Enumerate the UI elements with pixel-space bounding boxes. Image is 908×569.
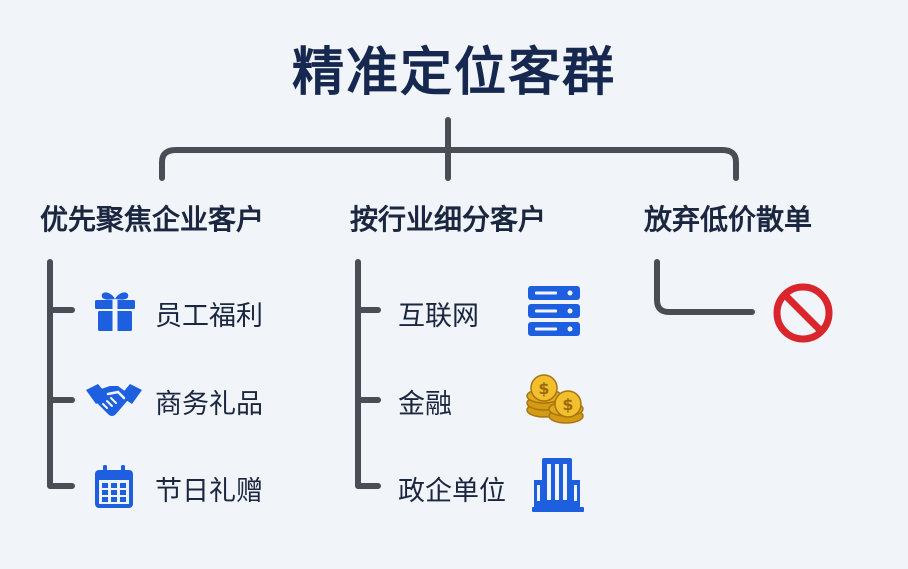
branch-title-enterprise: 优先聚焦企业客户 bbox=[40, 203, 265, 236]
prohibited-icon bbox=[773, 283, 833, 343]
branch-title-abandon: 放弃低价散单 bbox=[644, 203, 813, 236]
server-icon bbox=[528, 286, 580, 336]
gift-icon bbox=[95, 292, 135, 331]
handshake-icon bbox=[86, 384, 142, 416]
page-title: 精准定位客群 bbox=[291, 43, 616, 103]
item-label-holiday-gifts: 节日礼赠 bbox=[155, 476, 263, 507]
svg-text:$: $ bbox=[562, 395, 573, 414]
coins-icon: $ $ bbox=[526, 374, 584, 424]
item-label-business-gifts: 商务礼品 bbox=[155, 389, 263, 420]
item-label-government: 政企单位 bbox=[398, 476, 506, 507]
item-label-finance: 金融 bbox=[398, 389, 452, 420]
item-label-internet: 互联网 bbox=[398, 301, 479, 332]
svg-text:$: $ bbox=[538, 379, 549, 398]
building-icon bbox=[532, 458, 584, 512]
calendar-icon bbox=[95, 465, 133, 508]
branch-title-industry: 按行业细分客户 bbox=[350, 203, 547, 236]
item-label-employee-benefits: 员工福利 bbox=[155, 301, 263, 332]
